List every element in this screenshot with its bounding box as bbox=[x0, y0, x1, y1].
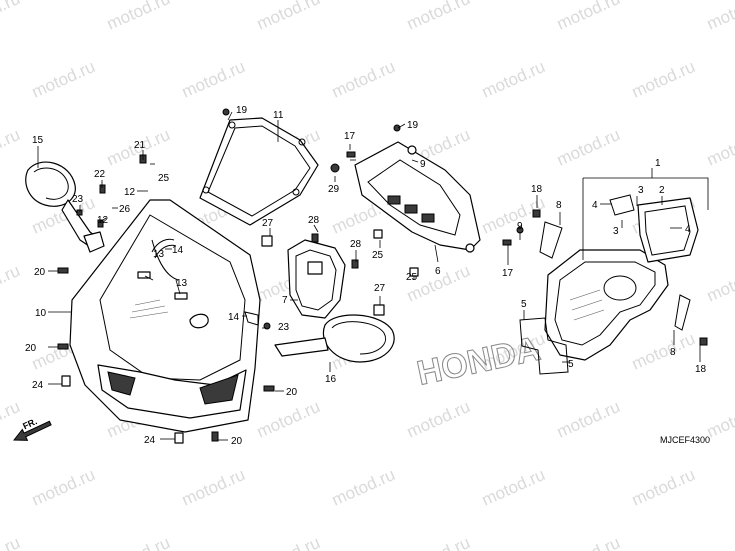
label-25: 25 bbox=[406, 272, 418, 283]
label-4: 4 bbox=[592, 200, 598, 211]
label-24: 24 bbox=[144, 435, 156, 446]
label-23: 23 bbox=[72, 194, 84, 205]
label-8: 8 bbox=[670, 347, 676, 358]
diagram-code: MJCEF4300 bbox=[660, 435, 710, 445]
label-1: 1 bbox=[655, 158, 661, 169]
watermark-text: motod.ru bbox=[554, 397, 623, 442]
watermark-text: motod.ru bbox=[0, 533, 23, 551]
watermark-text: motod.ru bbox=[0, 261, 23, 306]
label-12: 12 bbox=[124, 187, 136, 198]
label-19: 19 bbox=[236, 105, 248, 116]
label-7: 7 bbox=[282, 295, 288, 306]
watermark-text: motod.ru bbox=[29, 57, 98, 102]
watermark-text: motod.ru bbox=[179, 57, 248, 102]
watermark-text: motod.ru bbox=[404, 533, 473, 551]
fasteners bbox=[57, 108, 708, 444]
label-11: 11 bbox=[273, 110, 284, 121]
mirror-right bbox=[274, 314, 395, 363]
watermark-text: motod.ru bbox=[629, 465, 698, 510]
watermark-text: motod.ru bbox=[704, 533, 735, 551]
label-21: 21 bbox=[134, 140, 146, 151]
label-19: 19 bbox=[407, 120, 419, 131]
label-6: 6 bbox=[435, 266, 441, 277]
watermark-text: motod.ru bbox=[254, 397, 323, 442]
label-27: 27 bbox=[262, 218, 274, 229]
watermark-text: motod.ru bbox=[104, 533, 173, 551]
label-23: 23 bbox=[278, 322, 290, 333]
watermark-text: motod.ru bbox=[0, 0, 23, 34]
windscreen bbox=[199, 117, 319, 226]
watermark-text: motod.ru bbox=[479, 57, 548, 102]
watermark-text: motod.ru bbox=[704, 261, 735, 306]
watermark-text: motod.ru bbox=[554, 125, 623, 170]
part-labels: 1 2 3 3 4 4 5 5 6 7 8 8 9 9 10 11 12 12 … bbox=[25, 105, 707, 447]
watermark-text: motod.ru bbox=[404, 0, 473, 34]
watermark-text: motod.ru bbox=[704, 0, 735, 34]
label-4: 4 bbox=[685, 224, 691, 235]
watermark-text: motod.ru bbox=[554, 533, 623, 551]
label-20: 20 bbox=[25, 343, 37, 354]
label-15: 15 bbox=[32, 135, 44, 146]
label-18: 18 bbox=[695, 364, 707, 375]
watermark-text: motod.ru bbox=[479, 465, 548, 510]
label-20: 20 bbox=[231, 436, 243, 447]
label-28: 28 bbox=[308, 215, 320, 226]
label-22: 22 bbox=[94, 169, 106, 180]
watermark-text: motod.ru bbox=[629, 57, 698, 102]
svg-text:HONDA: HONDA bbox=[414, 330, 544, 393]
seal-ring bbox=[519, 317, 569, 375]
label-20: 20 bbox=[34, 267, 46, 278]
brand-mark: HONDA bbox=[413, 329, 544, 393]
label-20: 20 bbox=[286, 387, 298, 398]
label-12: 12 bbox=[97, 215, 109, 226]
label-17: 17 bbox=[344, 131, 356, 142]
label-29: 29 bbox=[328, 184, 340, 195]
watermark-text: motod.ru bbox=[404, 397, 473, 442]
watermark-text: motod.ru bbox=[29, 465, 98, 510]
label-3: 3 bbox=[613, 226, 619, 237]
label-14: 14 bbox=[172, 245, 184, 256]
label-5: 5 bbox=[568, 359, 574, 370]
watermark-text: motod.ru bbox=[329, 57, 398, 102]
label-9: 9 bbox=[517, 221, 523, 232]
label-10: 10 bbox=[35, 308, 47, 319]
label-14: 14 bbox=[228, 312, 240, 323]
watermark-text: motod.ru bbox=[104, 0, 173, 34]
watermark-text: motod.ru bbox=[254, 533, 323, 551]
label-3: 3 bbox=[638, 185, 644, 196]
label-2: 2 bbox=[659, 185, 665, 196]
label-27: 27 bbox=[374, 283, 386, 294]
label-26: 26 bbox=[119, 204, 131, 215]
label-24: 24 bbox=[32, 380, 44, 391]
label-25: 25 bbox=[372, 250, 384, 261]
watermark-text: motod.ru bbox=[179, 465, 248, 510]
label-17: 17 bbox=[502, 268, 514, 279]
watermark-text: motod.ru bbox=[329, 465, 398, 510]
inner-bracket bbox=[287, 239, 346, 319]
assembly-bracket bbox=[582, 177, 709, 260]
label-18: 18 bbox=[531, 184, 543, 195]
meter-stay bbox=[354, 141, 481, 253]
air-duct bbox=[539, 221, 691, 361]
watermark-text: motod.ru bbox=[254, 0, 323, 34]
label-13: 13 bbox=[153, 249, 165, 260]
watermark-text: motod.ru bbox=[554, 0, 623, 34]
label-28: 28 bbox=[350, 239, 362, 250]
label-5: 5 bbox=[521, 299, 527, 310]
watermark-text: motod.ru bbox=[704, 125, 735, 170]
leader-lines bbox=[37, 111, 701, 441]
label-25: 25 bbox=[158, 173, 170, 184]
label-9: 9 bbox=[420, 159, 426, 170]
mirror-left bbox=[25, 161, 105, 253]
front-cowl bbox=[69, 199, 261, 433]
label-16: 16 bbox=[325, 374, 337, 385]
duct-grille bbox=[609, 194, 699, 263]
watermark-text: motod.ru bbox=[0, 125, 23, 170]
label-8: 8 bbox=[556, 200, 562, 211]
label-13: 13 bbox=[176, 278, 188, 289]
watermark-text: motod.ru bbox=[629, 329, 698, 374]
